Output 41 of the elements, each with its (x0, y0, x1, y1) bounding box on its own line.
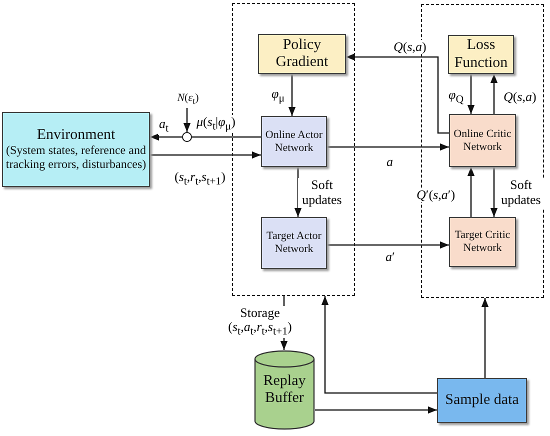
edge-label: Q′(s,a′) (416, 188, 456, 202)
arrow (150, 151, 261, 159)
node-label: Online Critic Network (452, 128, 512, 154)
node-label: Target Critic Network (454, 229, 512, 255)
edge-label: μ(s$_{t}$|φ$_{μ}$) (196, 115, 236, 134)
arrow (490, 74, 498, 114)
edge-label: Q(s,a) (502, 90, 538, 104)
node-label: Target Actor Network (266, 230, 322, 256)
node-label: Replay Buffer (262, 372, 307, 408)
process-box (258, 34, 346, 74)
arrow (327, 241, 449, 249)
process-box (449, 217, 516, 267)
node-label: Loss Function (453, 37, 509, 72)
process-box (261, 217, 327, 269)
edge-label: Q(s,a) (392, 40, 428, 54)
node-description: (System states, reference and tracking errors, disturbances) (4, 144, 148, 172)
node-label: Environment (36, 127, 116, 144)
edge-label: a′ (384, 250, 396, 264)
arrow (183, 108, 191, 132)
node-label: Policy Gradient (274, 36, 330, 72)
line (192, 136, 261, 138)
process-box (448, 35, 514, 74)
process-box (2, 112, 150, 187)
noise-junction (182, 132, 192, 142)
arrow (490, 167, 498, 217)
arrow (467, 167, 475, 217)
arrow (315, 406, 437, 414)
arrow (294, 167, 302, 217)
node-label: Online Actor Network (264, 128, 324, 154)
arrow (288, 74, 296, 116)
process-box (261, 116, 327, 167)
arrow (467, 74, 475, 114)
arrow (321, 296, 437, 394)
process-box (437, 378, 527, 423)
arrow (150, 133, 182, 141)
node-label: Sample data (444, 392, 520, 410)
process-box (449, 114, 516, 167)
arrow (346, 53, 449, 134)
node-label: N(ε$_{t}$) (176, 92, 200, 106)
arrow (327, 143, 449, 151)
arrow (481, 298, 489, 378)
